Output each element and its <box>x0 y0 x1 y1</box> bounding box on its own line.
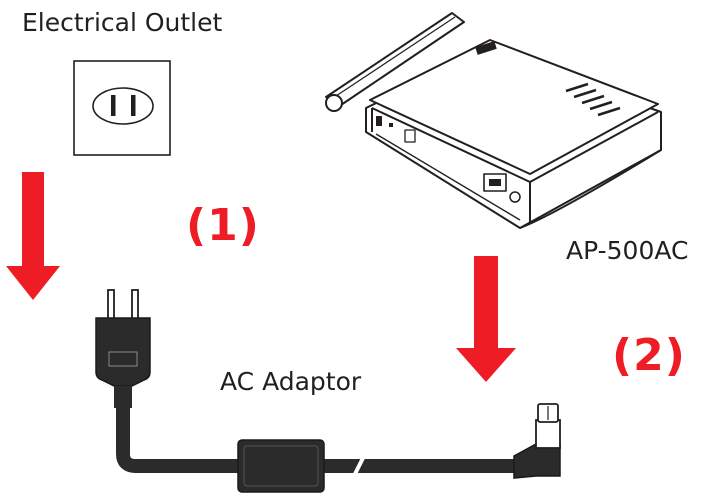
wall-outlet-icon <box>73 60 171 156</box>
access-point-router-icon <box>325 12 662 229</box>
dc-barrel-connector-icon <box>513 403 561 479</box>
power-cord <box>116 393 251 473</box>
power-plug-icon <box>95 289 151 408</box>
cable-break-mark <box>352 455 366 477</box>
step-1-marker: (1) <box>186 200 260 251</box>
step-2-marker: (2) <box>612 330 686 381</box>
device-model-label: AP-500AC <box>566 236 689 265</box>
arrow-outlet-to-plug <box>6 172 60 300</box>
adaptor-label: AC Adaptor <box>220 367 362 396</box>
ac-adaptor-brick-icon <box>237 439 325 493</box>
outlet-label: Electrical Outlet <box>22 8 223 37</box>
arrow-to-device <box>456 256 516 382</box>
